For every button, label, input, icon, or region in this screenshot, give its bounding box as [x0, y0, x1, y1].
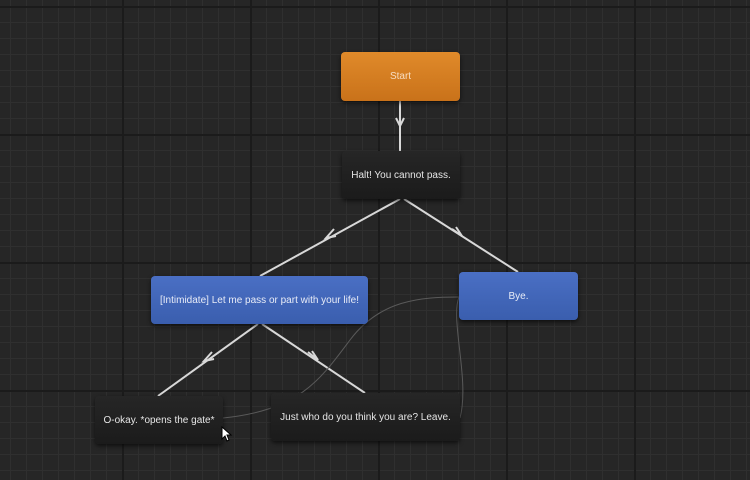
node-label: [Intimidate] Let me pass or part with yo…	[160, 294, 359, 306]
node-label: Start	[389, 71, 412, 82]
edge-intimidate-justwho	[261, 323, 366, 394]
node-label: Halt! You cannot pass.	[351, 169, 451, 181]
okay-node[interactable]: O-okay. *opens the gate*	[95, 396, 223, 444]
node-label: Just who do you think you are? Leave.	[280, 411, 451, 423]
bye-node[interactable]: Bye.	[459, 272, 578, 320]
arrow-icon	[307, 350, 319, 361]
node-label: Bye.	[508, 290, 529, 302]
node-label: O-okay. *opens the gate*	[103, 414, 215, 426]
arrow-icon	[323, 228, 337, 240]
arrow-icon	[451, 226, 463, 237]
start-node[interactable]: Start	[341, 52, 460, 101]
halt-node[interactable]: Halt! You cannot pass.	[342, 151, 460, 199]
arrow-icon	[395, 117, 405, 129]
mouse-cursor-icon	[221, 426, 233, 442]
edge-justwho-bye	[456, 296, 464, 419]
just-who-node[interactable]: Just who do you think you are? Leave.	[271, 393, 460, 441]
intimidate-node[interactable]: [Intimidate] Let me pass or part with yo…	[151, 276, 368, 324]
arrow-icon	[201, 351, 215, 363]
